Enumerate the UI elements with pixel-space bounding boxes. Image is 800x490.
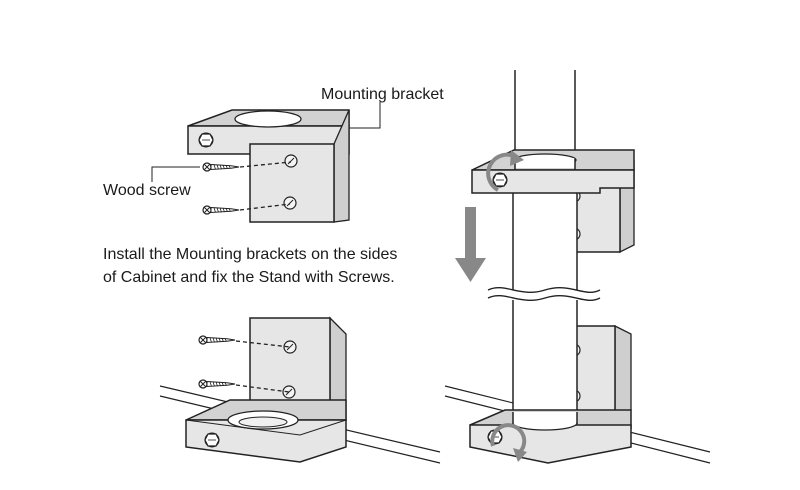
bracket-bottom-right-plate (469, 409, 632, 464)
bracket-bottom-left (185, 316, 347, 463)
leader-wood-screw (151, 166, 200, 182)
rotate-arrow-icon (490, 423, 527, 462)
instruction-line-1: Install the Mounting brackets on the sid… (103, 246, 398, 263)
rotate-arrow-icon (486, 150, 524, 192)
leader-mounting-bracket (349, 102, 381, 129)
mounting-bracket-label: Mounting bracket (321, 86, 444, 103)
bracket-top-left (187, 109, 350, 223)
wood-screw-label: Wood screw (103, 182, 191, 199)
down-arrow-icon (455, 207, 486, 282)
bracket-top-right-plate (471, 149, 635, 194)
wood-screw-icon (198, 335, 291, 393)
instruction-line-2: of Cabinet and fix the Stand with Screws… (103, 269, 395, 286)
wood-screw-icon (202, 161, 292, 215)
stand-pole (487, 70, 601, 428)
